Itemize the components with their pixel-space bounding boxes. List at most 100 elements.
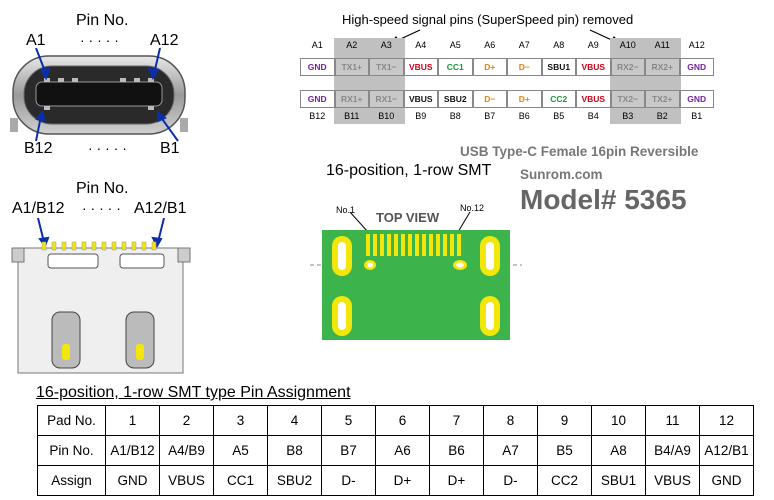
pin-number: B1 [691,111,703,121]
table-cell: CC1 [213,465,268,496]
pin-cell: RX1+ [334,90,369,108]
no1-label: No.1 [336,205,356,215]
pin-cell: GND [679,58,714,76]
pin-number: A7 [518,40,530,50]
table-cell: A5 [213,435,268,466]
no12-label: No.12 [460,203,485,213]
pin-grid-header: High-speed signal pins (SuperSpeed pin) … [342,12,634,27]
removed-pins-band-right [610,38,681,124]
label-b12: B12 [24,140,53,157]
top-dots: · · · · · [80,32,119,48]
table-cell: B4/A9 [645,435,700,466]
pin-cell: VBUS [403,90,438,108]
top-pin-numbers: A1 A2 A3 A4 A5 A6 A7 A8 A9 A10 A11 A12 [300,40,714,55]
table-cell: GND [699,465,754,496]
table-cell: A12/B1 [699,435,754,466]
table-cell: 1 [105,405,160,436]
pin-number: B9 [415,111,427,121]
pin-number: B12 [309,111,326,121]
pin-number: A9 [587,40,599,50]
pin-cell: SBU1 [541,58,576,76]
table-cell: D- [321,465,376,496]
side-dots: · · · · · [82,200,121,216]
pin-cell: RX2− [610,58,645,76]
pin-number: B3 [622,111,634,121]
table-cell: SBU2 [267,465,322,496]
pin-number: A5 [449,40,461,50]
table-cell: CC2 [537,465,592,496]
pin-number: B10 [378,111,395,121]
table-cell: 6 [375,405,430,436]
table-cell: 4 [267,405,322,436]
pin-cell: GND [300,90,335,108]
bottom-pin-numbers: B12 B11 B10 B9 B8 B7 B6 B5 B4 B3 B2 B1 [300,111,714,126]
smt-footprint-image [310,212,522,340]
label-b1: B1 [160,140,180,157]
table-cell: D- [483,465,538,496]
pin-number: B5 [553,111,565,121]
table-cell: D+ [429,465,484,496]
table-cell: 8 [483,405,538,436]
pin-number: B4 [587,111,599,121]
pin-number: A12 [688,40,705,50]
table-cell: D+ [375,465,430,496]
label-a12: A12 [150,32,179,49]
table-cell: A4/B9 [159,435,214,466]
table-cell: 3 [213,405,268,436]
pin-number: A6 [484,40,496,50]
top-dots-bottom: · · · · · [88,140,127,156]
pin-cell: SBU2 [438,90,473,108]
pin-grid: A1 A2 A3 A4 A5 A6 A7 A8 A9 A10 A11 A12 G… [300,40,714,126]
pin-number: A8 [553,40,565,50]
connector-front-view-image [10,48,188,142]
connector-side-view-image [11,218,191,374]
pin-cell: VBUS [576,90,611,108]
table-cell: 7 [429,405,484,436]
pin-cell: D− [507,58,542,76]
pin-row-b: GND RX1+ RX1− VBUS SBU2 D− D+ CC2 VBUS T… [300,90,714,108]
table-cell: 11 [645,405,700,436]
pin-cell: GND [679,90,714,108]
pin-cell: D+ [507,90,542,108]
table-cell: 2 [159,405,214,436]
pin-number: A2 [346,40,358,50]
table-cell: B8 [267,435,322,466]
assignment-title: 16-position, 1-row SMT type Pin Assignme… [36,384,351,401]
side-pin-no-label: Pin No. [76,180,129,197]
pin-number: A11 [654,40,670,50]
top-view-label: TOP VIEW [376,210,440,225]
table-cell: B6 [429,435,484,466]
pin-cell: VBUS [576,58,611,76]
table-cell: B5 [537,435,592,466]
pin-cell: GND [300,58,335,76]
table-cell: 9 [537,405,592,436]
table-cell: A7 [483,435,538,466]
row-label: Assign [37,465,106,496]
pin-cell: D+ [472,58,507,76]
label-a1: A1 [26,32,46,49]
pin-row-a: GND TX1+ TX1− VBUS CC1 D+ D− SBU1 VBUS R… [300,58,714,76]
table-cell: SBU1 [591,465,646,496]
product-model: Model# 5365 [520,184,687,215]
pin-number: B6 [518,111,530,121]
pin-cell: RX2+ [645,58,680,76]
pin-cell: TX1− [369,58,404,76]
label-a12-b1: A12/B1 [134,200,187,217]
table-cell: A6 [375,435,430,466]
pin-number: B7 [484,111,496,121]
pin-cell: D− [472,90,507,108]
pin-number: B8 [449,111,461,121]
pin-cell: TX1+ [334,58,369,76]
pin-number: B2 [656,111,668,121]
pin-number: A4 [415,40,427,50]
row-label: Pad No. [37,405,106,436]
table-cell: 5 [321,405,376,436]
smt-title: 16-position, 1-row SMT [326,162,492,179]
label-a1-b12: A1/B12 [12,200,65,217]
pin-number: A3 [380,40,392,50]
pin-assignment-table: Pad No. 1 2 3 4 5 6 7 8 9 10 11 12 Pin N… [37,405,754,496]
table-row-assign: Assign GND VBUS CC1 SBU2 D- D+ D+ D- CC2… [37,465,754,496]
product-site: Sunrom.com [520,167,603,182]
row-label: Pin No. [37,435,106,466]
table-cell: B7 [321,435,376,466]
